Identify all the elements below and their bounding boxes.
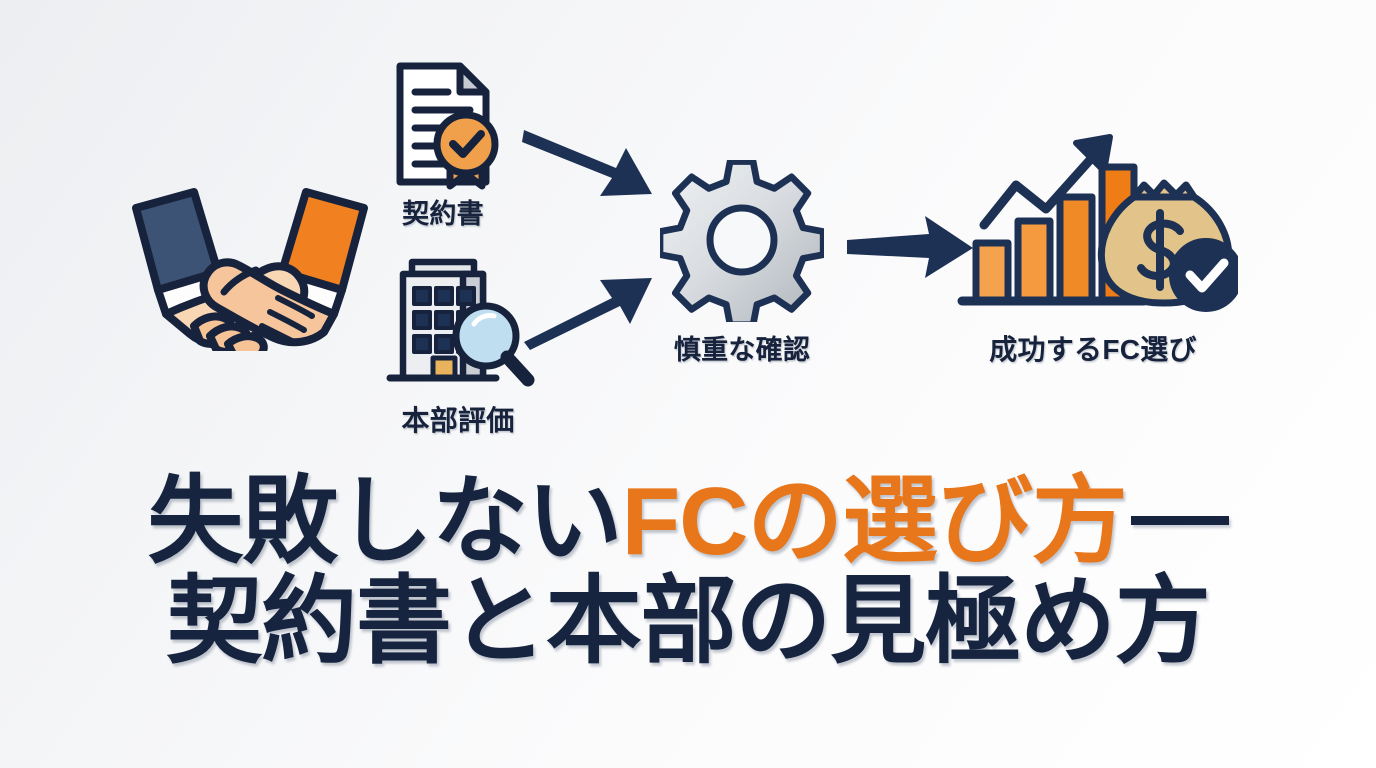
flow-node-handshake-label: [128, 356, 129, 357]
title-dash: [1130, 516, 1229, 526]
flow-node-contract: 契約書: [382, 58, 504, 228]
contract-document-icon: [382, 58, 504, 195]
arrow-up-right-icon: [520, 250, 660, 355]
flow-diagram: 契約書: [128, 58, 1243, 435]
title-line-1-prefix: 失敗しない: [147, 468, 622, 575]
flow-node-review: 慎重な確認: [656, 158, 827, 365]
arrow-right-icon: [845, 212, 977, 289]
flow-node-hq-label: 本部評価: [401, 405, 515, 436]
flow-node-contract-label: 契約書: [402, 199, 484, 229]
growth-chart-money-icon: [948, 125, 1243, 330]
title-block: 失敗しないFCの選び方 契約書と本部の見極め方: [0, 472, 1376, 672]
handshake-icon: [128, 186, 372, 364]
building-magnifier-icon: [378, 254, 538, 399]
flow-node-review-label: 慎重な確認: [673, 335, 811, 365]
title-line-1: 失敗しないFCの選び方: [0, 472, 1376, 572]
arrow-down-right-icon: [520, 120, 660, 225]
gear-icon: [656, 158, 827, 329]
title-line-1-accent: FCの選び方: [621, 468, 1128, 575]
flow-node-success: 成功するFC選び: [948, 125, 1243, 365]
flow-node-success-label: 成功するFC選び: [989, 334, 1197, 365]
flow-node-hq: 本部評価: [378, 254, 538, 435]
title-line-2: 契約書と本部の見極め方: [166, 568, 1210, 675]
flow-node-handshake: [128, 186, 372, 364]
